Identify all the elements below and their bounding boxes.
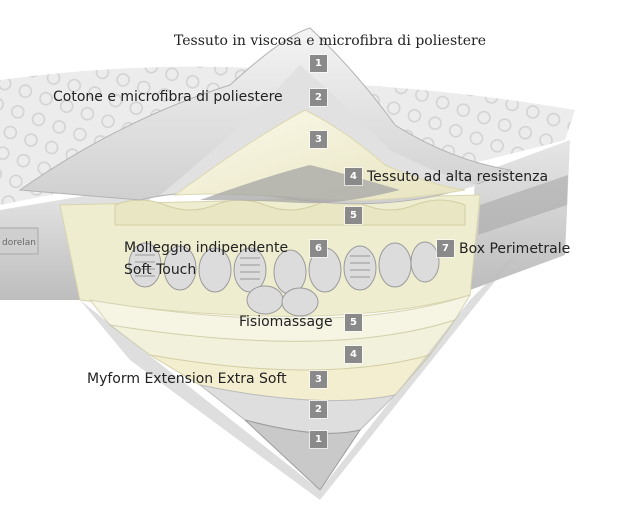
label-tessuto-alta-resistenza: Tessuto ad alta resistenza [367, 169, 549, 185]
badge-layer-2-top: 2 [310, 89, 327, 106]
egg-crate-layer [114, 199, 466, 226]
top-flap-resistant-fabric [200, 165, 400, 204]
badge-layer-5-bottom: 5 [345, 314, 362, 331]
label-fisiomassage: Fisiomassage [239, 314, 333, 330]
badge-layer-3-top: 3 [310, 131, 327, 148]
badge-layer-6: 6 [310, 240, 327, 257]
label-molleggio: Molleggio indipendente Soft Touch [124, 237, 314, 281]
badge-layer-4-top: 4 [345, 168, 362, 185]
badge-layer-4-bottom: 4 [345, 346, 362, 363]
badge-layer-3-bottom: 3 [310, 371, 327, 388]
label-myform: Myform Extension Extra Soft [87, 371, 287, 387]
bottom-outer-skin [80, 250, 520, 500]
label-top-fabric: Tessuto in viscosa e microfibra di polie… [174, 33, 487, 49]
svg-text:dorelan: dorelan [2, 238, 36, 248]
label-molleggio-line1: Molleggio indipendente [124, 240, 289, 256]
badge-layer-2-bottom: 2 [310, 401, 327, 418]
badge-layer-1-top: 1 [310, 55, 327, 72]
label-molleggio-line2: Soft Touch [124, 262, 197, 278]
label-cotone: Cotone e microfibra di poliestere [53, 89, 283, 105]
brand-tag [0, 227, 39, 255]
badge-layer-7: 7 [437, 240, 454, 257]
badge-layer-1-bottom: 1 [310, 431, 327, 448]
label-box-perimetrale: Box Perimetrale [459, 241, 571, 257]
badge-layer-5-top: 5 [345, 207, 362, 224]
